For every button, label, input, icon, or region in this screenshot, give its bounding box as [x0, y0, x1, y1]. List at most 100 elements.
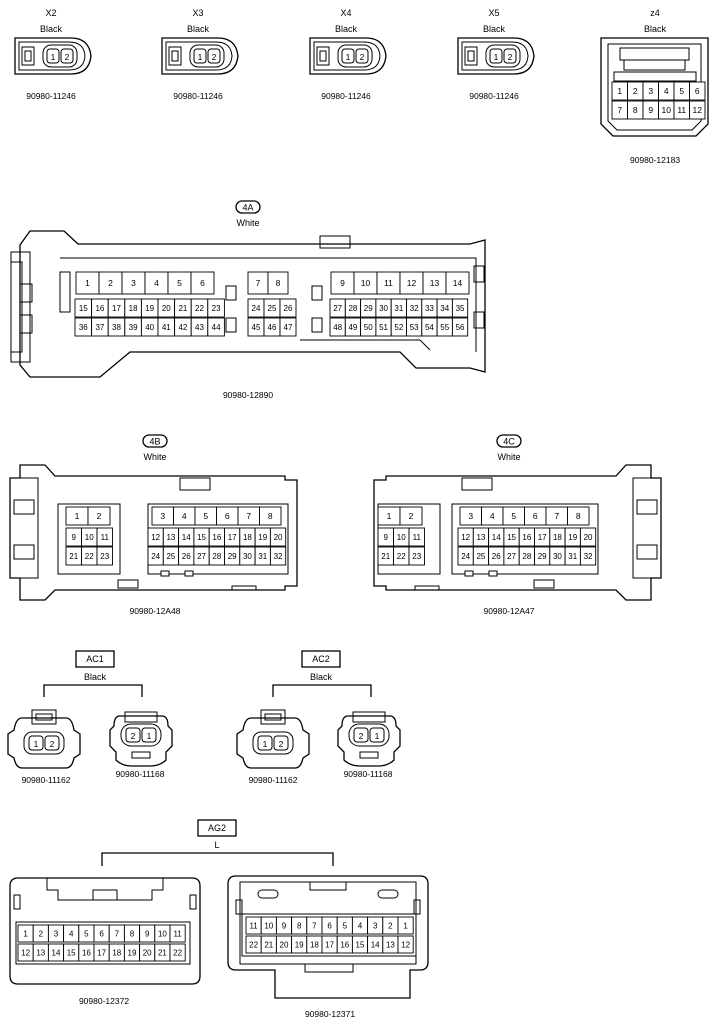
pin-label: 38 [112, 323, 121, 332]
pin-label: 5 [177, 278, 182, 288]
pin-label: 2 [388, 922, 393, 931]
pin-label: 35 [456, 304, 465, 313]
pin-label: 41 [162, 323, 171, 332]
pin-label: 8 [268, 511, 273, 521]
pin-label: 19 [258, 533, 267, 542]
pin-label: 3 [373, 922, 378, 931]
pin-label: 14 [492, 533, 501, 542]
pin-label: 24 [252, 304, 261, 313]
pin-label: 16 [340, 941, 349, 950]
connector-x5: X5 Black 1 2 90980-11246 [457, 8, 535, 101]
pin-label: 1 [263, 739, 268, 749]
pin-label: 16 [212, 533, 221, 542]
pin-label: 2 [508, 52, 513, 62]
pin-cell [445, 271, 470, 295]
pin-label: 1 [494, 52, 499, 62]
pin-label: 33 [425, 304, 434, 313]
pin-label: 36 [79, 323, 88, 332]
ac1-female-connector: 2 1 90980-11168 [109, 711, 173, 779]
pin-label: 1 [387, 511, 392, 521]
pin-cell [279, 298, 297, 318]
pin-label: 29 [538, 552, 547, 561]
pin-label: 17 [112, 304, 121, 313]
pin-label: 1 [147, 731, 152, 741]
pin-label: 21 [178, 304, 187, 313]
pin-label: 2 [50, 739, 55, 749]
pin-cell [408, 527, 425, 547]
pin-label: 1 [34, 739, 39, 749]
pin-label: 9 [384, 533, 389, 542]
part-number: 90980-12A48 [129, 606, 180, 616]
pin-label: 34 [440, 304, 449, 313]
pin-label: 6 [200, 278, 205, 288]
pin-label: 8 [633, 105, 638, 115]
pin-label: 13 [430, 278, 440, 288]
pin-label: 8 [130, 930, 135, 939]
pin-label: 13 [166, 533, 175, 542]
pin-label: 37 [95, 323, 104, 332]
pin-label: 4 [154, 278, 159, 288]
pin-label: 20 [280, 941, 289, 950]
pin-label: 7 [115, 930, 120, 939]
pin-label: 11 [677, 105, 686, 115]
pin-label: 6 [695, 86, 700, 96]
pin-label: 25 [268, 304, 277, 313]
pin-label: 21 [158, 949, 167, 958]
pin-label: 29 [228, 552, 237, 561]
pin-label: 20 [584, 533, 593, 542]
pin-label: 53 [410, 323, 419, 332]
part-number: 90980-12A47 [483, 606, 534, 616]
pin-cell [269, 546, 287, 566]
connector-code: X2 [45, 8, 56, 18]
connector-code: 4C [503, 437, 515, 447]
pin-label: 13 [476, 533, 485, 542]
pin-label: 4 [358, 922, 363, 931]
pin-cell [451, 317, 469, 337]
pin-label: 3 [648, 86, 653, 96]
pin-label: 18 [129, 304, 138, 313]
pin-label: 18 [553, 533, 562, 542]
pin-label: 43 [195, 323, 204, 332]
pin-label: 14 [453, 278, 463, 288]
pin-label: 49 [348, 323, 357, 332]
pin-label: 20 [162, 304, 171, 313]
pin-cell [567, 506, 590, 526]
connector-x4: X4 Black 1 2 90980-11246 [309, 8, 387, 101]
pin-label: 12 [151, 533, 160, 542]
connector-code: X5 [488, 8, 499, 18]
pin-cell [87, 506, 111, 526]
pin-label: 30 [379, 304, 388, 313]
pin-label: 8 [576, 511, 581, 521]
connector-x3: X3 Black 1 2 90980-11246 [161, 8, 239, 101]
pin-label: 19 [145, 304, 154, 313]
connector-code: 4A [242, 203, 253, 213]
pin-label: 12 [401, 941, 410, 950]
pin-label: 17 [538, 533, 547, 542]
pin-label: 2 [65, 52, 70, 62]
pin-label: 1 [617, 86, 622, 96]
part-number: 90980-12371 [305, 1009, 355, 1019]
pin-cell [579, 527, 597, 547]
pin-label: 2 [39, 930, 44, 939]
pin-label: 11 [384, 278, 393, 288]
pin-label: 2 [108, 278, 113, 288]
part-number: 90980-11168 [116, 769, 165, 779]
pin-label: 6 [533, 511, 538, 521]
pin-label: 16 [95, 304, 104, 313]
pin-label: 22 [173, 949, 182, 958]
pin-label: 6 [327, 922, 332, 931]
pin-cell [267, 271, 289, 295]
pin-label: 11 [249, 922, 258, 931]
pin-label: 5 [343, 922, 348, 931]
pin-label: 1 [51, 52, 56, 62]
pin-label: 28 [348, 304, 357, 313]
pin-cell [397, 916, 414, 935]
pin-cell [397, 935, 414, 954]
pin-label: 2 [360, 52, 365, 62]
ac2-male-connector: 1 2 90980-11162 [236, 709, 310, 785]
pin-label: 4 [664, 86, 669, 96]
